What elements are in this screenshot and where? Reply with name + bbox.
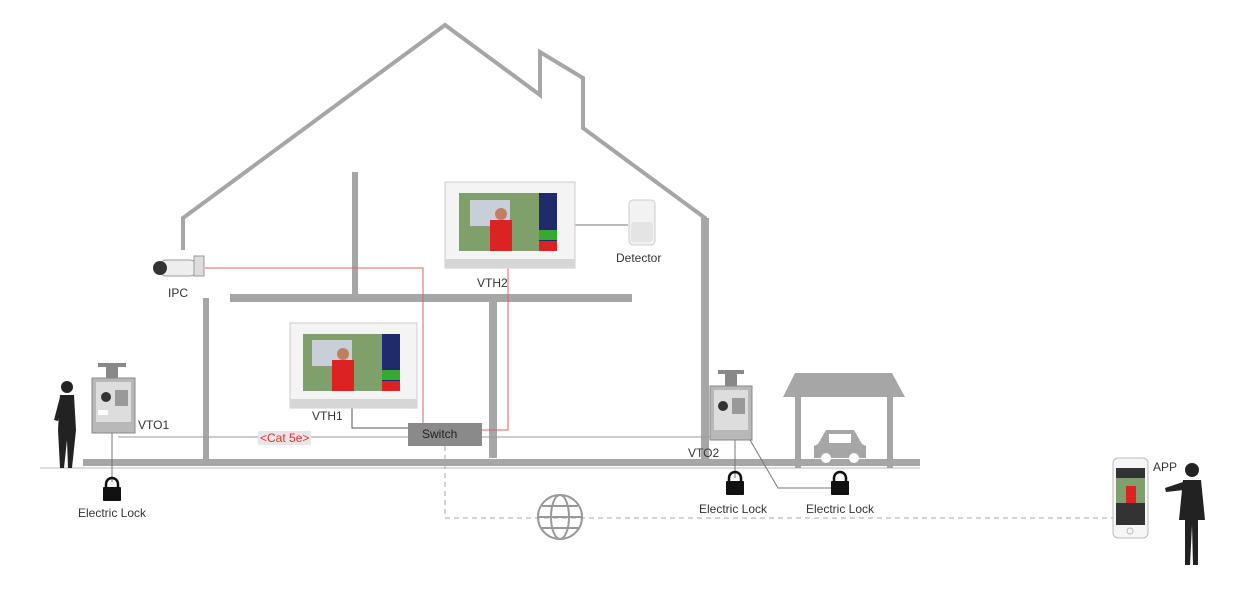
ipc-label: IPC (168, 286, 189, 300)
electric-lock-label: Electric Lock (806, 502, 875, 516)
ground-floor (83, 459, 920, 466)
garage (783, 373, 905, 468)
app-label: APP (1153, 460, 1178, 474)
inner-wall-lower (489, 302, 497, 458)
detector-label: Detector (616, 251, 662, 265)
upper-floor (230, 294, 632, 302)
vto1-door-station[interactable] (91, 363, 136, 434)
inner-wall-upper (352, 172, 358, 296)
left-wall (203, 298, 209, 464)
electric-lock-label: Electric Lock (699, 502, 768, 516)
detector-device[interactable] (628, 199, 656, 246)
internet-globe-icon (537, 494, 583, 540)
switch-device[interactable]: Switch (408, 423, 482, 446)
cable-type-label: <Cat 5e> (258, 431, 312, 445)
vth2-monitor[interactable] (444, 181, 576, 269)
user-silhouette (1165, 463, 1205, 565)
cat5e-wires (111, 224, 1113, 519)
vto2-label: VTO2 (688, 446, 720, 460)
visitor-silhouette (54, 381, 76, 468)
lock-icon (831, 470, 849, 495)
house-outline (181, 22, 707, 462)
vth2-label: VTH2 (477, 276, 508, 290)
electric-lock-label: Electric Lock (78, 506, 147, 520)
vto2-door-station[interactable] (709, 370, 753, 441)
lock-icon (726, 470, 744, 495)
smartphone-app[interactable] (1112, 457, 1149, 539)
car-icon (814, 430, 866, 463)
right-wall (701, 218, 709, 464)
lock-icon (103, 476, 121, 501)
ipc-camera[interactable] (153, 255, 205, 277)
vto1-label: VTO1 (138, 418, 170, 432)
vth1-label: VTH1 (312, 409, 343, 423)
vth1-monitor[interactable] (289, 322, 418, 409)
